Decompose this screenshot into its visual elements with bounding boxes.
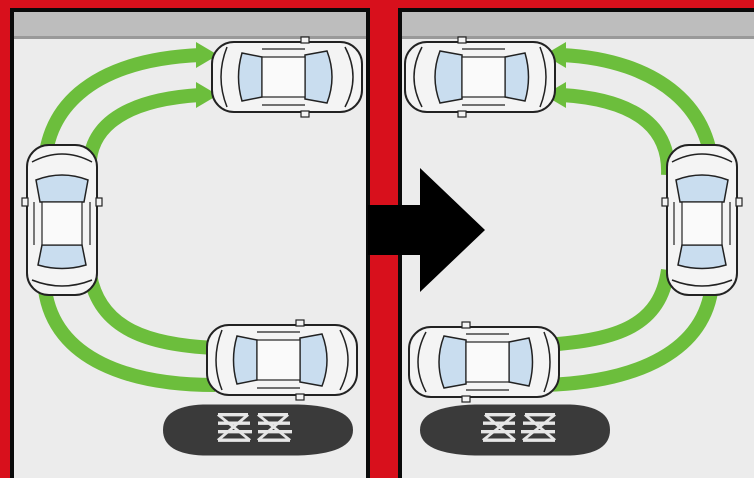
shoe-icon (163, 405, 353, 456)
wall (402, 12, 754, 38)
shoe-icon (420, 405, 610, 456)
car-left (22, 145, 102, 295)
car-top (405, 37, 555, 117)
car-top (212, 37, 362, 117)
car-bottom (207, 320, 357, 400)
car-right (662, 145, 742, 295)
wall (14, 12, 366, 38)
panel-before (0, 0, 380, 478)
car-bottom (409, 322, 559, 402)
